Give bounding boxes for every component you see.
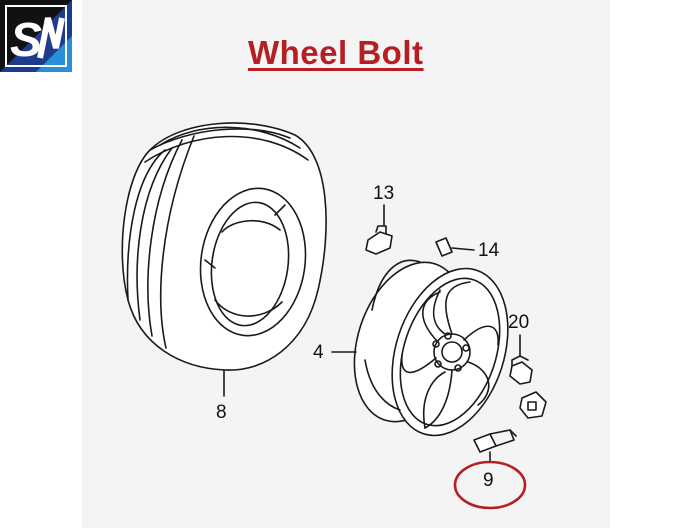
- center-cap-drawing: [519, 391, 547, 419]
- callout-4: 4: [313, 342, 324, 363]
- callout-13: 13: [373, 183, 395, 204]
- highlight-circle: [453, 460, 527, 510]
- callout-9: 9: [483, 470, 494, 491]
- part-13-drawing: [365, 225, 393, 255]
- leader-14: [451, 247, 475, 251]
- page-title: Wheel Bolt: [248, 34, 424, 71]
- part-14-drawing: [435, 237, 453, 257]
- callout-20: 20: [508, 312, 530, 333]
- brand-logo: S: [0, 0, 72, 72]
- part-20-drawing: [509, 355, 533, 385]
- svg-text:S: S: [10, 14, 42, 67]
- callout-14: 14: [478, 240, 500, 261]
- callout-8: 8: [216, 402, 227, 423]
- tire-drawing: [121, 122, 327, 371]
- valve-drawing: [473, 429, 517, 453]
- wheel-drawing: [353, 259, 509, 437]
